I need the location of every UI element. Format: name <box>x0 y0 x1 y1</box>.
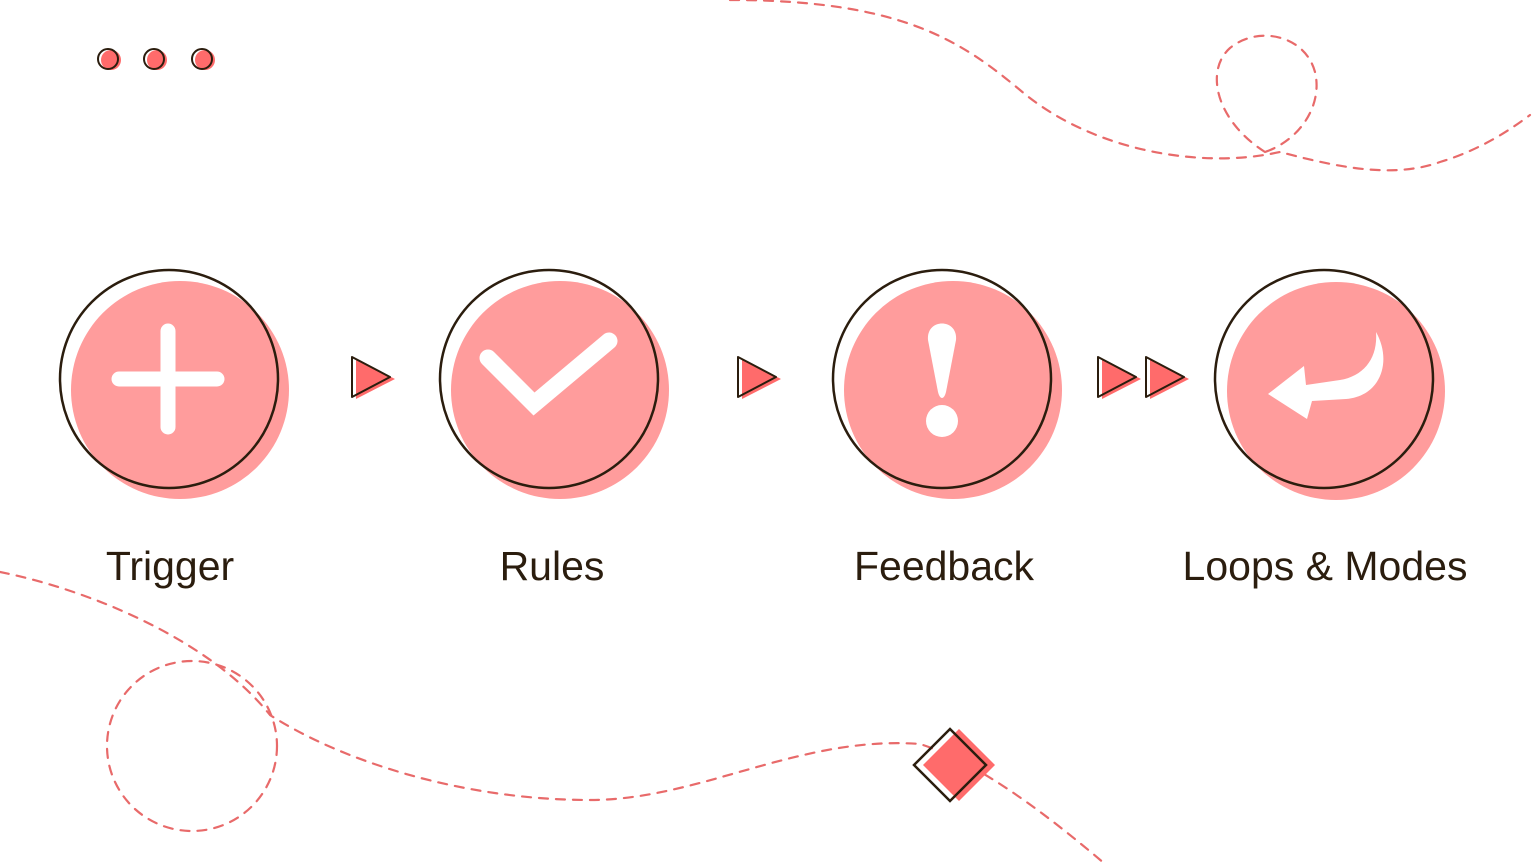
dashed-path-top-curve <box>728 0 1532 172</box>
play-arrow-outline <box>351 356 391 398</box>
return-arrow-icon <box>1268 332 1384 419</box>
step-circle-outline <box>831 268 1053 490</box>
window-dot <box>97 48 119 70</box>
step-rules <box>438 268 669 499</box>
connector-play-arrow-2 <box>737 356 781 399</box>
step-label-rules: Rules <box>499 543 605 589</box>
step-circle-fill <box>844 281 1062 499</box>
connector-play-arrow-1 <box>351 356 395 399</box>
step-label-feedback: Feedback <box>853 543 1035 589</box>
step-label-trigger: Trigger <box>105 543 235 589</box>
step-feedback <box>831 268 1062 499</box>
step-loops-modes <box>1213 268 1445 500</box>
dashed-loop-top-circle <box>1215 34 1318 154</box>
fast-forward-icon <box>1097 356 1189 399</box>
window-dots <box>97 48 215 70</box>
play-arrow-icon <box>742 359 781 399</box>
window-dot <box>191 48 213 70</box>
step-circle-outline <box>1213 268 1435 490</box>
step-circle-fill <box>71 281 289 499</box>
step-circle-outline <box>58 268 280 490</box>
checkmark-icon <box>479 332 618 416</box>
exclamation-icon <box>926 323 958 437</box>
diamond-icon <box>912 727 995 803</box>
plus-icon <box>111 323 225 435</box>
step-trigger <box>58 268 289 499</box>
connector-fast-forward <box>1097 356 1189 399</box>
step-circle-outline <box>438 268 660 490</box>
play-arrow-outline <box>737 356 777 398</box>
window-dot <box>143 48 165 70</box>
dashed-path-bottom-curve <box>0 570 1107 864</box>
dashed-loop-bottom-circle <box>105 659 279 833</box>
play-arrow-icon <box>356 359 395 399</box>
step-label-loops-modes: Loops & Modes <box>1182 543 1468 589</box>
